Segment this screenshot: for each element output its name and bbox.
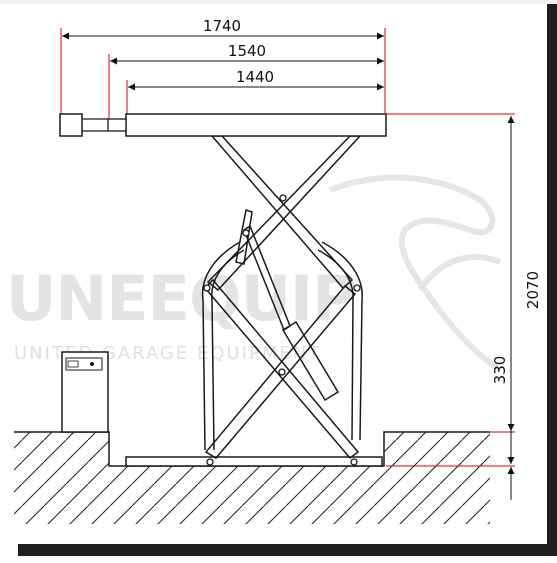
platform-main: [125, 113, 387, 137]
pit-floor-hatch: [109, 466, 384, 524]
dim-label-1540: 1540: [228, 42, 266, 60]
dim-label-1740: 1740: [203, 17, 241, 35]
control-box: [61, 351, 109, 433]
dimension-extension-lines: [60, 28, 515, 467]
hydraulic-cylinder-body: [281, 320, 340, 402]
link-left-curve-inner: [211, 249, 245, 451]
ground-right-hatch: [384, 432, 490, 524]
link-right-curve-inner: [317, 249, 354, 441]
pivot-center: [278, 368, 286, 376]
watermark: UNEEQUIP UNITED GARAGE EQUIPMENT: [6, 174, 502, 373]
platform: [59, 113, 387, 137]
scissor-pivots: [203, 194, 361, 466]
ground: [14, 431, 490, 524]
frame-top-strip: [0, 0, 557, 4]
frame-bottom-border: [18, 544, 557, 556]
link-right-curve: [321, 241, 363, 441]
platform-extension: [107, 118, 127, 132]
safety-lock-arm: [235, 209, 253, 265]
watermark-panther-outline: [328, 174, 502, 373]
pivot-bottom-right: [350, 458, 358, 466]
lift-base: [125, 456, 383, 467]
pivot-top-center: [279, 194, 287, 202]
ground-left-hatch: [14, 432, 109, 524]
dim-label-1440: 1440: [236, 68, 274, 86]
frame-left-gap: [0, 544, 18, 563]
dim-label-2070: 2070: [524, 271, 542, 309]
watermark-brand: UNEEQUIP: [6, 262, 357, 335]
control-panel-display-icon: [67, 360, 79, 368]
platform-ramp: [59, 113, 83, 137]
link-left-curve: [201, 241, 241, 451]
base-plate: [125, 456, 383, 467]
scissor-arm-b-lower: [204, 284, 357, 459]
scissor-arm-a-lower: [203, 278, 360, 460]
pivot-upper-left: [242, 229, 250, 237]
dimension-lines-horizontal: [62, 32, 384, 91]
control-panel-icon: [65, 357, 103, 371]
pivot-right-mid: [353, 284, 361, 292]
dim-label-330: 330: [491, 356, 509, 385]
hydraulic-rod: [243, 224, 291, 332]
frame-right-border: [547, 0, 557, 556]
pivot-bottom-left: [206, 458, 214, 466]
control-panel-button-icon: [90, 362, 94, 366]
pivot-left-mid: [203, 284, 211, 292]
